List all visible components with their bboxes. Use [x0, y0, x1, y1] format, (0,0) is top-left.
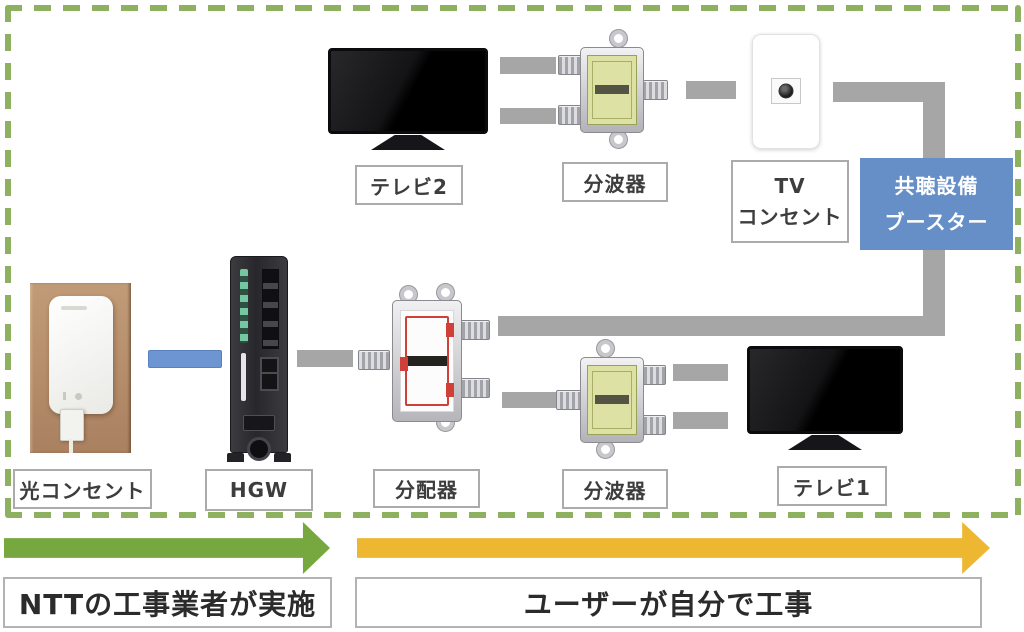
splitter-top-icon	[558, 30, 668, 148]
connection-bar-distributor-booster	[498, 316, 945, 336]
connection-bar-optical-hgw	[148, 350, 222, 368]
connection-bar-corner-booster	[923, 82, 945, 158]
hgw-led-strip	[240, 269, 248, 343]
booster-label-line1: 共聴設備	[894, 174, 979, 198]
tv1-stand	[788, 435, 862, 450]
caption-ntt-scope: NTTの工事業者が実施	[3, 577, 332, 628]
splitter-bottom-icon	[556, 340, 666, 458]
hgw-ports	[262, 269, 279, 349]
ntt-flow-arrow	[4, 522, 330, 574]
connection-bar-splitter-tv1-2	[673, 412, 728, 429]
label-splitter-bottom: 分波器	[562, 469, 668, 509]
tv1-icon	[747, 346, 903, 450]
label-optical-outlet: 光コンセント	[13, 469, 152, 509]
user-flow-arrow	[357, 522, 990, 574]
connection-bar-tv2-splitter-2	[500, 108, 556, 124]
label-tv2: テレビ2	[355, 165, 463, 205]
coax-jack-icon	[778, 83, 794, 99]
label-hgw: HGW	[205, 469, 313, 511]
connection-bar-hgw-distributor	[297, 350, 353, 367]
booster-box: 共聴設備 ブースター	[860, 158, 1013, 250]
tv1-screen	[747, 346, 903, 434]
scope-border-bottom	[5, 512, 1018, 518]
hgw-router-icon	[227, 256, 291, 462]
tv2-icon	[328, 48, 488, 150]
optical-plug-icon	[60, 409, 84, 441]
label-splitter-top: 分波器	[562, 162, 668, 202]
connection-bar-distributor-splitter	[502, 392, 556, 408]
label-distributor: 分配器	[373, 469, 480, 508]
label-tv-outlet: TV コンセント	[731, 160, 849, 243]
tv-wall-outlet-icon	[752, 34, 820, 149]
label-tv1: テレビ1	[777, 466, 887, 506]
distributor-icon	[356, 284, 492, 434]
connection-bar-outlet-corner	[833, 82, 945, 102]
scope-border-top	[5, 5, 1018, 11]
tv2-stand	[371, 135, 445, 150]
tv2-screen	[328, 48, 488, 134]
scope-border-left	[5, 5, 11, 518]
connection-bar-booster-down	[923, 250, 945, 336]
optical-outlet-photo	[30, 283, 131, 453]
caption-user-scope: ユーザーが自分で工事	[355, 577, 982, 628]
connection-bar-splitter-outlet	[686, 81, 736, 99]
booster-label-line2: ブースター	[884, 210, 989, 234]
connection-bar-tv2-splitter-1	[500, 57, 556, 74]
scope-border-right	[1015, 5, 1021, 518]
connection-bar-splitter-tv1-1	[673, 364, 728, 381]
hgw-coax-knob	[247, 437, 271, 461]
